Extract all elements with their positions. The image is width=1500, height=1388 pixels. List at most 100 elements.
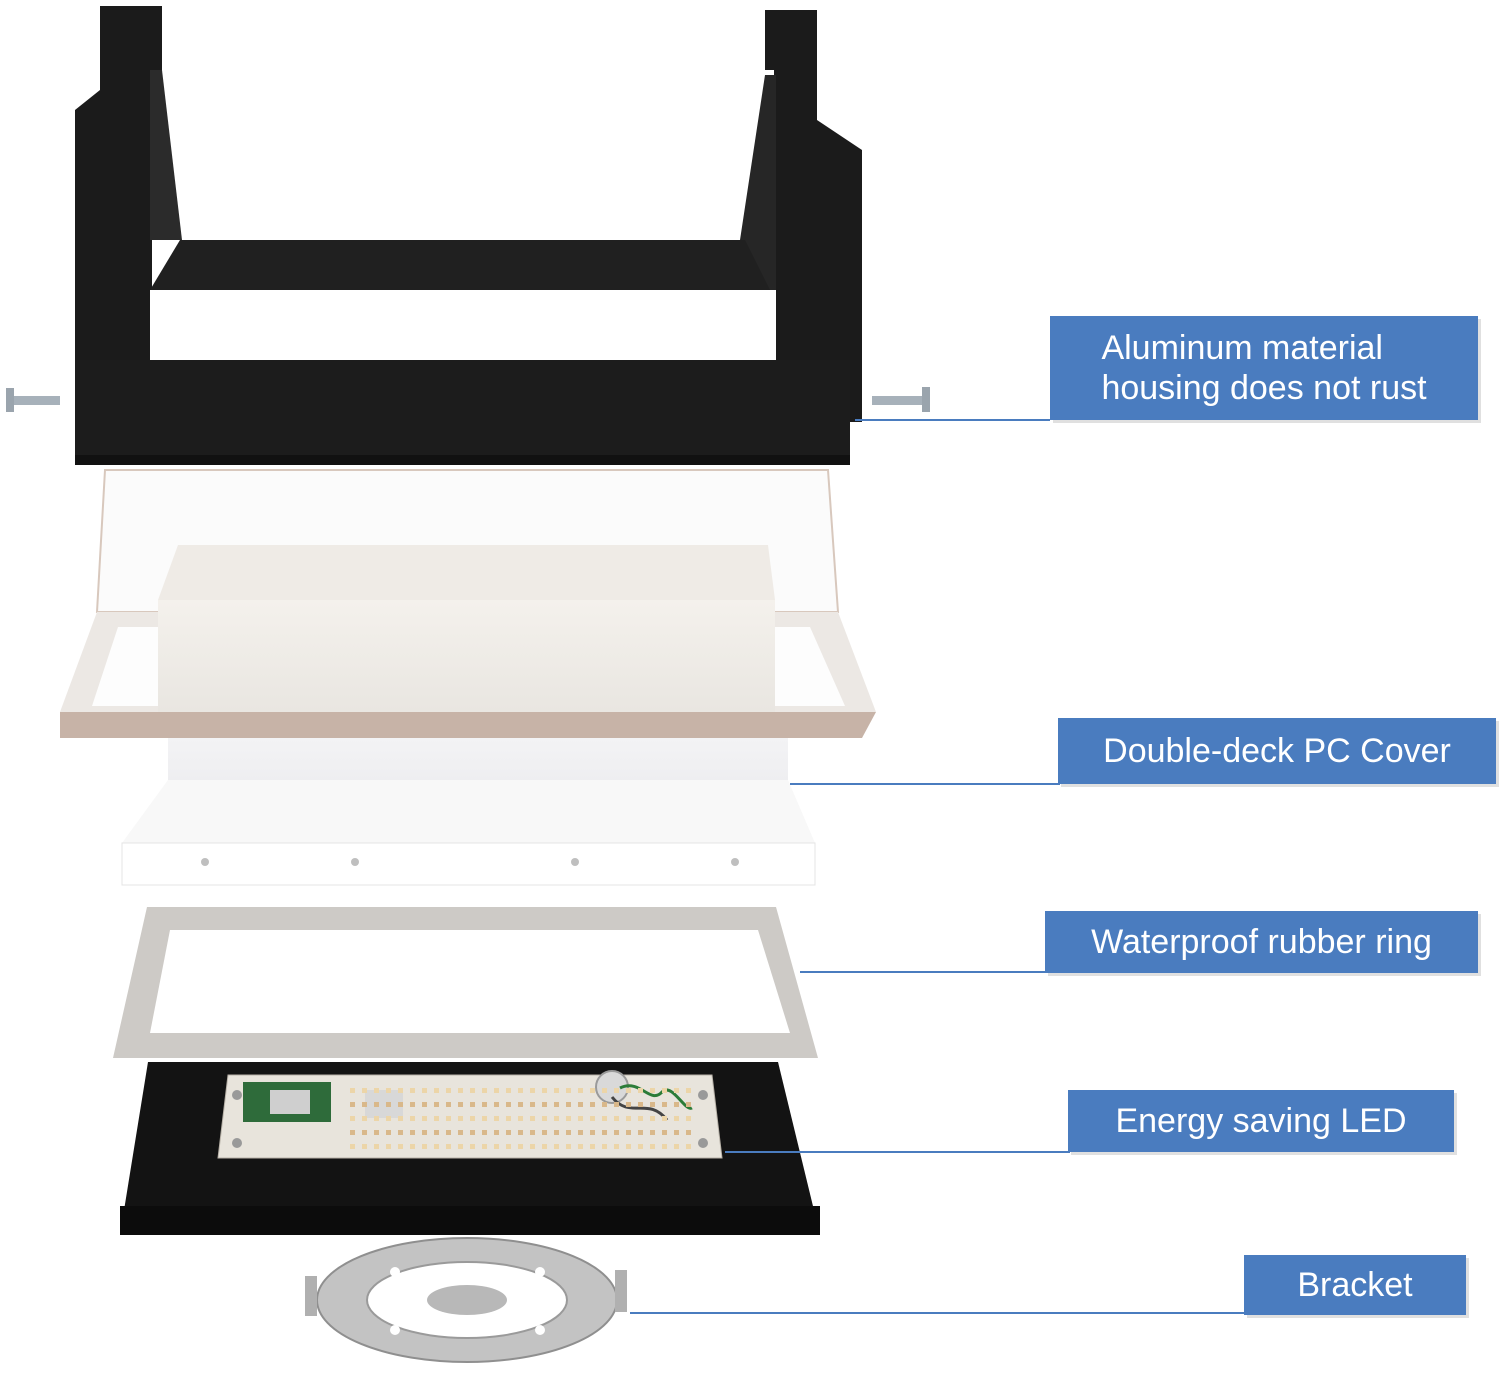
led-leader-line bbox=[725, 1151, 1070, 1153]
led-chip bbox=[638, 1102, 643, 1107]
bracket-part bbox=[305, 1237, 627, 1363]
led-chip bbox=[566, 1088, 571, 1093]
led-chip bbox=[470, 1102, 475, 1107]
led-chip bbox=[446, 1130, 451, 1135]
led-chip bbox=[422, 1144, 427, 1149]
led-chip bbox=[530, 1144, 535, 1149]
led-chip bbox=[434, 1088, 439, 1093]
led-chip bbox=[470, 1130, 475, 1135]
bracket-callout-text: Bracket bbox=[1297, 1266, 1413, 1304]
housing-callout: Aluminum material housing does not rust bbox=[1050, 316, 1478, 420]
led-chip bbox=[446, 1116, 451, 1121]
housing-leader-line bbox=[855, 419, 1050, 421]
led-chip bbox=[638, 1144, 643, 1149]
led-chip bbox=[518, 1130, 523, 1135]
led-chip bbox=[374, 1116, 379, 1121]
led-chip bbox=[686, 1144, 691, 1149]
led-chip bbox=[602, 1130, 607, 1135]
led-callout: Energy saving LED bbox=[1068, 1090, 1454, 1152]
rubber-ring-callout: Waterproof rubber ring bbox=[1045, 911, 1478, 973]
rubber-ring-leader-line bbox=[800, 971, 1048, 973]
led-chip bbox=[662, 1102, 667, 1107]
led-chip bbox=[410, 1116, 415, 1121]
led-chip bbox=[422, 1088, 427, 1093]
led-chip bbox=[482, 1102, 487, 1107]
led-chip bbox=[554, 1088, 559, 1093]
led-chip bbox=[410, 1130, 415, 1135]
pc-cover-leader-line bbox=[790, 783, 1060, 785]
led-chip bbox=[542, 1144, 547, 1149]
led-chip bbox=[470, 1144, 475, 1149]
led-chip bbox=[422, 1116, 427, 1121]
bracket-callout: Bracket bbox=[1244, 1255, 1466, 1315]
led-chip bbox=[494, 1116, 499, 1121]
led-chip bbox=[554, 1116, 559, 1121]
led-chip bbox=[542, 1116, 547, 1121]
led-chip bbox=[446, 1102, 451, 1107]
led-chip bbox=[434, 1144, 439, 1149]
led-chip bbox=[350, 1144, 355, 1149]
led-callout-text: Energy saving LED bbox=[1115, 1102, 1407, 1140]
led-chip bbox=[518, 1102, 523, 1107]
led-chip bbox=[458, 1102, 463, 1107]
led-chip bbox=[434, 1102, 439, 1107]
led-chip bbox=[542, 1102, 547, 1107]
led-chip bbox=[590, 1144, 595, 1149]
led-chip bbox=[578, 1102, 583, 1107]
led-chip bbox=[434, 1116, 439, 1121]
led-chip bbox=[386, 1144, 391, 1149]
led-chip bbox=[674, 1130, 679, 1135]
led-chip bbox=[362, 1130, 367, 1135]
led-chip bbox=[578, 1130, 583, 1135]
led-chip bbox=[494, 1130, 499, 1135]
led-chip bbox=[350, 1102, 355, 1107]
led-chip bbox=[350, 1130, 355, 1135]
screw-left bbox=[6, 388, 60, 412]
led-chip bbox=[350, 1088, 355, 1093]
led-chip bbox=[422, 1130, 427, 1135]
led-chip bbox=[422, 1102, 427, 1107]
led-chip bbox=[458, 1088, 463, 1093]
led-chip bbox=[398, 1130, 403, 1135]
led-chip bbox=[386, 1088, 391, 1093]
led-chip bbox=[530, 1116, 535, 1121]
led-chip bbox=[638, 1116, 643, 1121]
led-chip bbox=[482, 1130, 487, 1135]
led-chip bbox=[674, 1102, 679, 1107]
led-chip bbox=[350, 1116, 355, 1121]
led-chip bbox=[626, 1144, 631, 1149]
led-chip bbox=[626, 1130, 631, 1135]
led-chip bbox=[494, 1144, 499, 1149]
led-chip bbox=[482, 1144, 487, 1149]
led-chip bbox=[410, 1144, 415, 1149]
pc-cover-part bbox=[60, 469, 876, 886]
led-chip bbox=[470, 1116, 475, 1121]
led-chip bbox=[542, 1130, 547, 1135]
led-chip bbox=[578, 1144, 583, 1149]
led-chip bbox=[374, 1088, 379, 1093]
housing-callout-line-2: housing does not rust bbox=[1101, 369, 1427, 407]
led-chip bbox=[626, 1088, 631, 1093]
led-chip bbox=[446, 1088, 451, 1093]
led-chip bbox=[518, 1116, 523, 1121]
led-chip bbox=[518, 1144, 523, 1149]
led-chip bbox=[470, 1088, 475, 1093]
led-chip bbox=[650, 1130, 655, 1135]
led-chip bbox=[602, 1116, 607, 1121]
led-chip bbox=[482, 1088, 487, 1093]
led-chip bbox=[554, 1144, 559, 1149]
led-chip bbox=[686, 1102, 691, 1107]
led-chip bbox=[398, 1088, 403, 1093]
led-chip bbox=[362, 1116, 367, 1121]
led-chip bbox=[578, 1116, 583, 1121]
led-chip bbox=[506, 1130, 511, 1135]
led-chip bbox=[674, 1144, 679, 1149]
led-chip bbox=[458, 1130, 463, 1135]
led-chip bbox=[506, 1102, 511, 1107]
led-chip bbox=[458, 1144, 463, 1149]
led-chip bbox=[590, 1088, 595, 1093]
led-chip bbox=[638, 1130, 643, 1135]
led-chip bbox=[662, 1130, 667, 1135]
led-chip bbox=[650, 1116, 655, 1121]
